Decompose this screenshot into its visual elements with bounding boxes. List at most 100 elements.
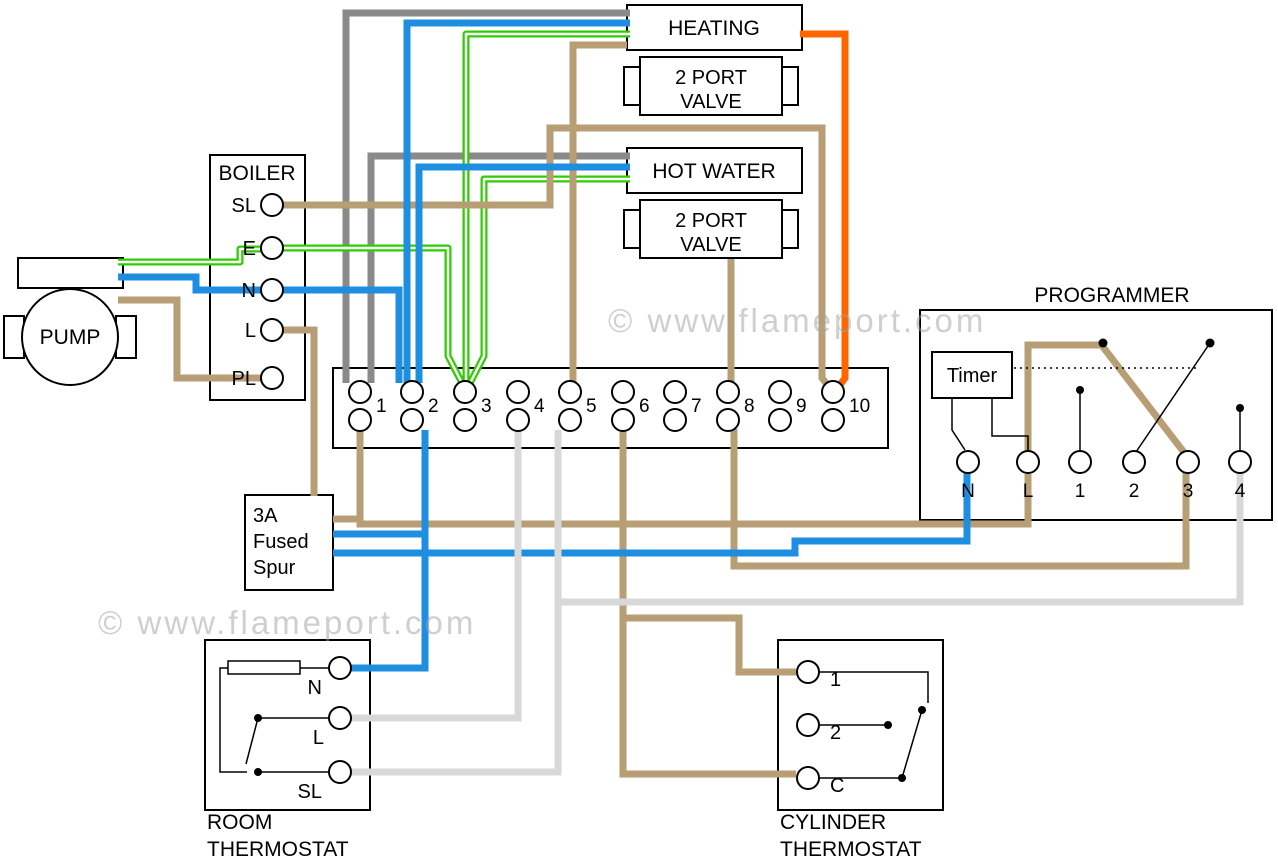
heating-title: HEATING	[668, 17, 760, 40]
boiler-terminal-sl-label: SL	[232, 195, 256, 217]
heating-valve-left-tab	[623, 66, 641, 106]
programmer-terminal-3	[1176, 450, 1200, 474]
hot-water-valve-line1: 2 PORT	[675, 210, 747, 232]
programmer-label-1: 1	[1075, 481, 1086, 502]
room-stat-label-sl: SL	[298, 781, 322, 803]
programmer-timer-to-n-line	[951, 398, 966, 451]
wire-heating-brown	[569, 41, 627, 383]
strip-terminal-8-top	[716, 380, 740, 404]
boiler-terminal-sl	[260, 193, 284, 217]
wire-programmer-switch-arm	[1097, 340, 1189, 458]
room-stat-terminal-n	[328, 656, 352, 680]
strip-terminal-8-bottom	[716, 408, 740, 432]
strip-terminal-5-top	[558, 380, 582, 404]
cyl-stat-label-2: 2	[830, 722, 841, 744]
boiler-terminal-e-label: E	[243, 238, 256, 260]
cyl-stat-label-c: C	[830, 775, 844, 797]
wire-hot-water-grey	[367, 152, 630, 383]
strip-terminal-1-bottom	[348, 408, 372, 432]
cyl-stat-terminal-2	[796, 713, 820, 737]
wire-boiler-sl	[283, 124, 833, 391]
strip-terminal-9-bottom	[768, 408, 792, 432]
room-stat-label-l: L	[313, 727, 324, 749]
wire-heating-earth	[462, 30, 630, 385]
fused-spur-line3: Spur	[253, 557, 296, 579]
cyl-stat-1-line	[819, 671, 929, 703]
heating-valve-right-tab	[781, 66, 799, 106]
room-stat-anticipator	[227, 660, 301, 675]
room-stat-terminal-sl	[328, 760, 352, 784]
cyl-stat-contact-dot-1	[918, 706, 926, 714]
programmer-label-3: 3	[1183, 481, 1194, 502]
strip-terminal-2-top	[400, 380, 424, 404]
strip-terminal-1-top	[348, 380, 372, 404]
strip-number-3: 3	[481, 396, 492, 417]
wire-live-to-programmer	[356, 424, 1032, 528]
wire-programmer4-switched	[558, 471, 1244, 606]
boiler-terminal-pl-label: PL	[232, 368, 256, 390]
room-stat-contact-dot	[254, 768, 262, 776]
strip-number-9: 9	[796, 396, 807, 417]
wire-hot-water-blue	[415, 163, 630, 383]
strip-number-10: 10	[849, 396, 870, 417]
pump-label: PUMP	[40, 326, 101, 349]
boiler-terminal-e	[260, 236, 284, 260]
programmer-label-2: 2	[1129, 481, 1140, 502]
wire-pump-neutral	[118, 273, 261, 294]
pump-body	[21, 288, 119, 386]
heating-valve-line1: 2 PORT	[675, 67, 747, 89]
wire-boiler-l-to-spur	[283, 326, 318, 496]
strip-number-6: 6	[639, 396, 650, 417]
strip-terminal-9-top	[768, 380, 792, 404]
strip-terminal-6-top	[611, 380, 635, 404]
watermark-bottom: © www.flameport.com	[98, 604, 476, 641]
strip-terminal-4-bottom	[506, 408, 530, 432]
strip-number-7: 7	[691, 396, 702, 417]
wire-pump-earth	[118, 245, 262, 266]
room-stat-switch-arm	[245, 717, 259, 765]
programmer-contact-dot-4	[1236, 404, 1244, 412]
programmer-title: PROGRAMMER	[1034, 284, 1189, 307]
programmer-terminal-4	[1228, 450, 1252, 474]
wire-heating-blue	[403, 19, 630, 383]
heating-valve-line2: VALVE	[680, 91, 742, 113]
strip-terminal-7-top	[663, 380, 687, 404]
heating-valve-box	[639, 56, 783, 116]
programmer-terminal-n	[956, 450, 980, 474]
strip-terminal-4-top	[506, 380, 530, 404]
room-stat-pivot-dot	[254, 714, 262, 722]
hot-water-title: HOT WATER	[652, 160, 775, 183]
watermark-top: © www.flameport.com	[608, 302, 986, 339]
strip-terminal-5-bottom	[558, 408, 582, 432]
wire-terminal6-to-cylinder-c	[619, 428, 796, 778]
hot-water-label-box	[626, 147, 803, 194]
timer-label: Timer	[947, 365, 998, 387]
hot-water-valve-left-tab	[623, 209, 641, 249]
boiler-title: BOILER	[218, 162, 295, 185]
strip-terminal-10-top	[821, 380, 845, 404]
fused-spur-line2: Fused	[253, 531, 309, 553]
boiler-terminal-n	[260, 278, 284, 302]
strip-number-2: 2	[428, 396, 439, 417]
programmer-terminal-1	[1068, 450, 1092, 474]
strip-number-4: 4	[534, 396, 545, 417]
hot-water-valve-right-tab	[781, 209, 799, 249]
room-stat-label-n: N	[308, 677, 322, 699]
room-stat-title-line2: THERMOSTAT	[207, 838, 349, 858]
programmer-switch-arm-2	[1135, 342, 1211, 453]
cyl-stat-title-line1: CYLINDER	[780, 811, 886, 834]
heating-label-box	[626, 4, 803, 51]
boiler-terminal-pl	[260, 366, 284, 390]
programmer-timer-to-l-line	[991, 398, 1029, 450]
wire-room-stat-live	[351, 428, 522, 722]
programmer-terminal-2	[1122, 450, 1146, 474]
wire-hot-water-earth	[465, 175, 630, 387]
wire-room-stat-switched	[351, 430, 562, 776]
cyl-stat-title-line2: THERMOSTAT	[780, 838, 922, 858]
cyl-stat-switch-arm	[901, 709, 923, 779]
hot-water-valve-box	[639, 199, 783, 259]
cyl-stat-terminal-1	[796, 660, 820, 684]
timer-box	[931, 351, 1013, 399]
